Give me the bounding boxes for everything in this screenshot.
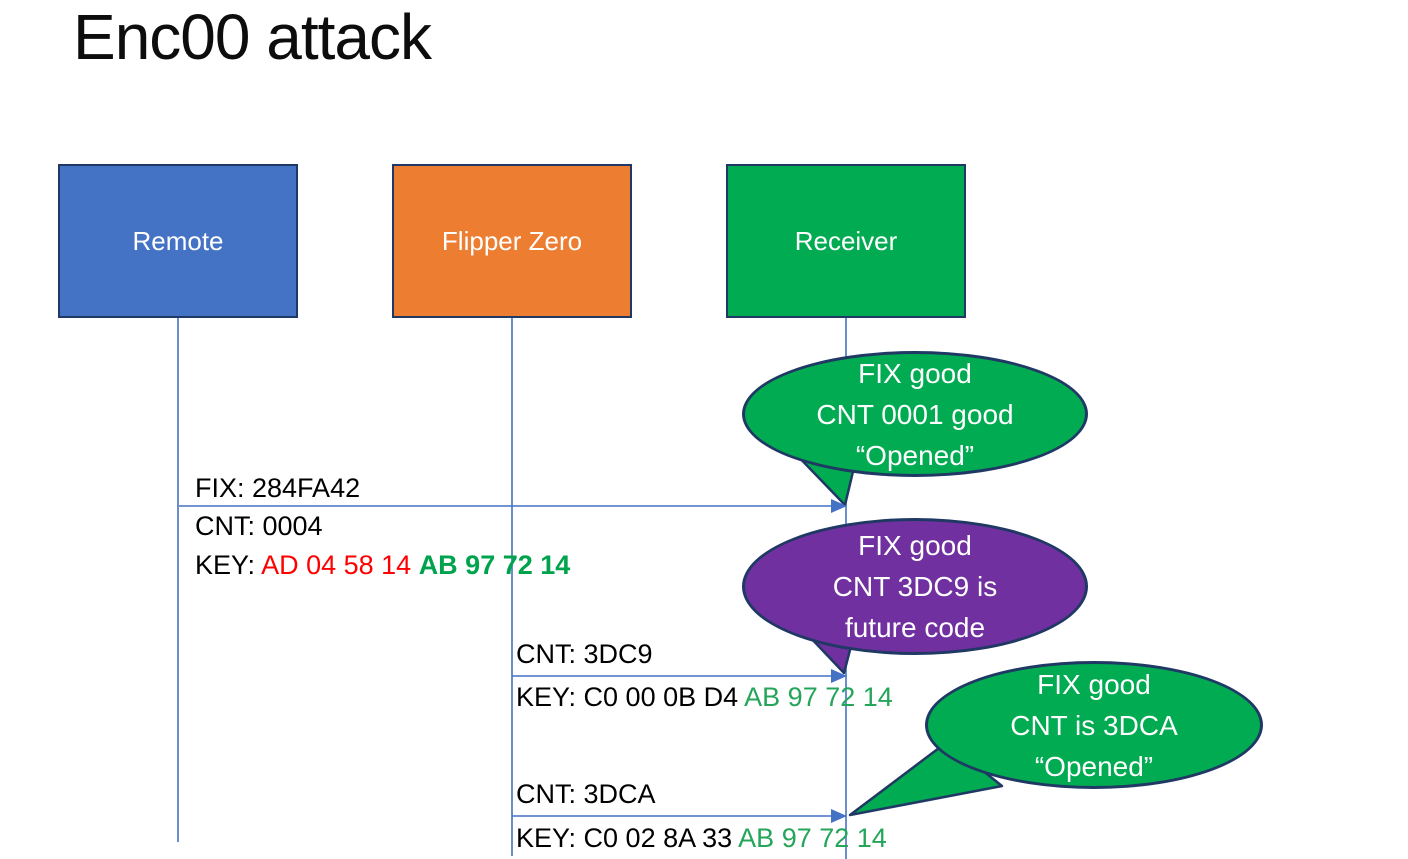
- key-green-bytes: AB 97 72 14: [418, 550, 571, 580]
- key-prefix: KEY: C0 02 8A 33: [516, 823, 739, 853]
- callout-line: future code: [844, 612, 986, 643]
- callout-line: FIX good: [1037, 668, 1151, 700]
- key-green-bytes: AB 97 72 14: [744, 682, 893, 712]
- key-green-bytes: AB 97 72 14: [738, 823, 887, 853]
- arrowhead-icon: [831, 499, 847, 513]
- callout-line: “Opened”: [1034, 750, 1154, 782]
- message2-key-label: KEY: C0 00 0B D4 AB 97 72 14: [516, 682, 893, 712]
- arrowhead-icon: [831, 809, 847, 823]
- message1-key-label: KEY: AD 04 58 14 AB 97 72 14: [195, 550, 570, 580]
- actor-label-flipper-zero: Flipper Zero: [441, 225, 583, 256]
- callout-line: CNT is 3DCA: [1010, 709, 1178, 741]
- callout-line: FIX good: [858, 530, 972, 561]
- message3-key-label: KEY: C0 02 8A 33 AB 97 72 14: [516, 823, 887, 853]
- actor-label-receiver: Receiver: [794, 225, 898, 256]
- actor-label-remote: Remote: [132, 225, 224, 256]
- callout-line: “Opened”: [855, 439, 975, 471]
- callout-line: FIX good: [858, 357, 972, 389]
- callout-bubble-future-code: FIX good CNT 3DC9 is future code: [742, 518, 1088, 655]
- key-prefix: KEY:: [195, 550, 262, 580]
- arrowhead-icon: [831, 669, 847, 683]
- callout-line: CNT 3DC9 is: [832, 571, 998, 602]
- callout-bubble-opened-2: FIX good CNT is 3DCA “Opened”: [925, 661, 1263, 789]
- callout-bubble-opened-1: FIX good CNT 0001 good “Opened”: [742, 351, 1088, 477]
- slide-title: Enc00 attack: [73, 1, 432, 73]
- callout-line: CNT 0001 good: [816, 398, 1014, 430]
- message1-cnt-label: CNT: 0004: [195, 511, 323, 541]
- key-red-bytes: AD 04 58 14: [261, 550, 419, 580]
- actor-box-receiver: Receiver: [726, 164, 966, 318]
- actor-box-flipper-zero: Flipper Zero: [392, 164, 632, 318]
- message2-cnt-label: CNT: 3DC9: [516, 639, 653, 669]
- message1-fix-label: FIX: 284FA42: [195, 473, 361, 503]
- message3-cnt-label: CNT: 3DCA: [516, 779, 656, 809]
- key-prefix: KEY: C0 00 0B D4: [516, 682, 745, 712]
- actor-box-remote: Remote: [58, 164, 298, 318]
